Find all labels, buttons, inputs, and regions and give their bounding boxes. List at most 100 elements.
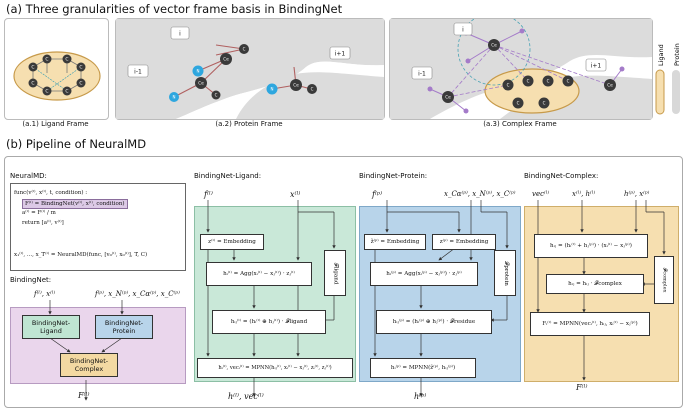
protein-pair-box: hᵢⱼ⁽ᵖ⁾ = (hᵢ⁽ᵖ⁾ ⊕ hⱼ⁽ᵖ⁾) · 𝓕residue (376, 310, 492, 334)
svg-text:C: C (311, 87, 314, 92)
complex-hij-box: hᵢⱼ = (hᵢ⁽ˡ⁾ + hⱼ⁽ᵖ⁾) · (xᵢ⁽ˡ⁾ − xⱼ⁽ᵖ⁾) (534, 234, 648, 258)
complex-output: F⁽ˡ⁾ (576, 383, 588, 392)
neuralmd-line-1: func(v⁽ˡ⁾, x⁽ˡ⁾, t, condition) : (14, 190, 88, 196)
ligand-atom-4 (76, 62, 86, 72)
svg-text:N: N (173, 95, 176, 100)
ligand-embedding-box: z⁽ˡ⁾ = Embedding (200, 234, 264, 250)
protein-panel-title: BindingNet-Protein: (359, 172, 428, 180)
svg-text:C: C (65, 89, 68, 95)
caption-ligand-frame: (a.1) Ligand Frame (22, 120, 89, 128)
bindingnet-ligand-box: BindingNet- Ligand (22, 315, 80, 339)
complex-frame-label: 𝓕complex (661, 267, 668, 293)
bindingnet-complex-box: BindingNet- Complex (60, 353, 118, 377)
protein-atom-c-i (239, 44, 249, 54)
residue-label-i-1: i-1 (134, 69, 142, 76)
complex-input-hp: h⁽ᵖ⁾, x⁽ᵖ⁾ (624, 190, 650, 198)
complex-hij2-box: hᵢⱼ = hᵢⱼ · 𝓕complex (546, 274, 644, 294)
bindingnet-protein-box: BindingNet- Protein (95, 315, 153, 339)
complex-atom-ca-next (604, 79, 616, 91)
legend-protein-label: Protein (673, 43, 681, 66)
ligand-atom-6 (76, 78, 86, 88)
svg-text:C: C (79, 65, 82, 71)
legend-protein-swatch (672, 70, 680, 114)
protein-input-x: x_Cα⁽ᵖ⁾, x_N⁽ᵖ⁾, x_C⁽ᵖ⁾ (444, 190, 516, 198)
ligand-atom-1 (28, 62, 38, 72)
bindingnet-arrows (48, 300, 124, 401)
svg-text:C: C (547, 79, 550, 84)
svg-text:C: C (567, 79, 570, 84)
ligand-arrows (206, 200, 336, 397)
ligand-atom-7 (42, 86, 52, 96)
complex-mpnn-box: Fᵢ⁽ˡ⁾ = MPNN(vecᵢ⁽ˡ⁾, hᵢⱼ, xᵢ⁽ˡ⁾ − xⱼ⁽ᵖ⁾… (530, 312, 650, 336)
protein-embedding-box-2: z⁽ᵖ⁾ = Embedding (432, 234, 496, 250)
neuralmd-title: NeuralMD: (10, 172, 47, 180)
bindingnet-input-protein: f⁽ᵖ⁾, x_N⁽ᵖ⁾, x_Cα⁽ᵖ⁾, x_C⁽ᵖ⁾ (95, 290, 180, 298)
protein-frame-label: 𝓕protein (502, 260, 509, 286)
svg-text:C: C (45, 89, 48, 95)
protein-frame-diagram: CαC CαC CαC NN N i i-1 i+1 (116, 19, 384, 119)
caption-protein-frame: (a.2) Protein Frame (215, 120, 283, 128)
svg-text:C: C (517, 101, 520, 106)
protein-atom-n-prev (169, 92, 179, 102)
svg-text:C: C (243, 47, 246, 52)
section-b-title: (b) Pipeline of NeuralMD (6, 137, 147, 151)
svg-text:N: N (197, 69, 200, 74)
svg-text:C: C (543, 101, 546, 106)
ligand-frame-label: 𝓕ligand (332, 262, 339, 284)
protein-embedding-box-1: z̃⁽ᵖ⁾ = Embedding (364, 234, 426, 250)
section-a-title: (a) Three granularities of vector frame … (6, 2, 343, 16)
legend-ligand-swatch (655, 69, 665, 115)
complex-frame-box: 𝓕complex (654, 256, 674, 304)
complex-input-vec: vec⁽ˡ⁾ (532, 190, 550, 198)
svg-text:C: C (527, 79, 530, 84)
ligand-panel-title: BindingNet-Ligand: (194, 172, 262, 180)
complex-panel-title: BindingNet-Complex: (524, 172, 599, 180)
protein-frame-box: 𝓕protein (494, 250, 516, 296)
svg-text:Cα: Cα (607, 83, 613, 88)
svg-text:i-1: i-1 (418, 71, 426, 78)
ligand-atom-8 (62, 86, 72, 96)
svg-text:Cα: Cα (445, 95, 451, 100)
ligand-mpnn-box: hᵢ⁽ˡ⁾, vecᵢ⁽ˡ⁾ = MPNN(hᵢⱼ⁽ˡ⁾, xᵢ⁽ˡ⁾ − xⱼ… (197, 358, 353, 378)
caption-complex-frame: (a.3) Complex Frame (483, 120, 557, 128)
protein-output: h⁽ᵖ⁾ (414, 392, 427, 401)
residue-label-i: i (179, 31, 181, 38)
svg-text:Cα: Cα (491, 43, 497, 48)
legend: Ligand Protein (655, 43, 681, 115)
neuralmd-line-2: F⁽ˡ⁾ = BindingNet(v⁽ˡ⁾, x⁽ˡ⁾, condition) (22, 199, 128, 209)
ligand-atom-5 (28, 78, 38, 88)
bindingnet-input-ligand: f⁽ˡ⁾, x⁽ˡ⁾ (34, 290, 56, 298)
svg-text:i: i (462, 27, 464, 34)
neuralmd-line-3: a⁽ˡ⁾ = F⁽ˡ⁾ / m (22, 210, 56, 216)
complex-atom-ca-i (488, 39, 500, 51)
neuralmd-code-box (10, 183, 186, 271)
protein-input-f: f⁽ᵖ⁾ (372, 190, 383, 199)
neuralmd-line-4: return [a⁽ˡ⁾, v⁽ˡ⁾] (22, 220, 64, 226)
ligand-agg-box: hᵢ⁽ˡ⁾ = Agg(xᵢ⁽ˡ⁾ − xⱼ⁽ˡ⁾) · zⱼ⁽ˡ⁾ (206, 262, 312, 286)
protein-atom-n-next (266, 83, 278, 95)
bindingnet-output: F⁽ˡ⁾ (78, 391, 90, 400)
complex-atom-ca-prev (442, 91, 454, 103)
protein-atom-ca-next (290, 79, 302, 91)
svg-text:i+1: i+1 (591, 63, 602, 70)
ligand-atom-3 (62, 54, 72, 64)
svg-text:Cα: Cα (293, 83, 299, 88)
svg-text:Cα: Cα (223, 57, 229, 62)
ligand-output: h⁽ˡ⁾, vec⁽ˡ⁾ (228, 392, 264, 401)
ligand-input-x: x⁽ˡ⁾ (290, 190, 301, 199)
protein-agg-box: hᵢ⁽ᵖ⁾ = Agg(xᵢ⁽ᵖ⁾ − xⱼ⁽ᵖ⁾) · zⱼ⁽ᵖ⁾ (370, 262, 478, 286)
protein-atom-c-next (307, 84, 317, 94)
svg-text:Cα: Cα (198, 81, 204, 86)
svg-text:C: C (31, 65, 34, 71)
svg-text:C: C (31, 81, 34, 87)
protein-atom-c-prev (211, 90, 221, 100)
ligand-atom-2 (42, 54, 52, 64)
svg-text:C: C (79, 81, 82, 87)
protein-atom-ca-i (220, 53, 232, 65)
ligand-input-f: f⁽ˡ⁾ (204, 190, 213, 199)
complex-input-xh: x⁽ˡ⁾, h⁽ˡ⁾ (572, 190, 596, 198)
bindingnet-title: BindingNet: (10, 276, 52, 284)
